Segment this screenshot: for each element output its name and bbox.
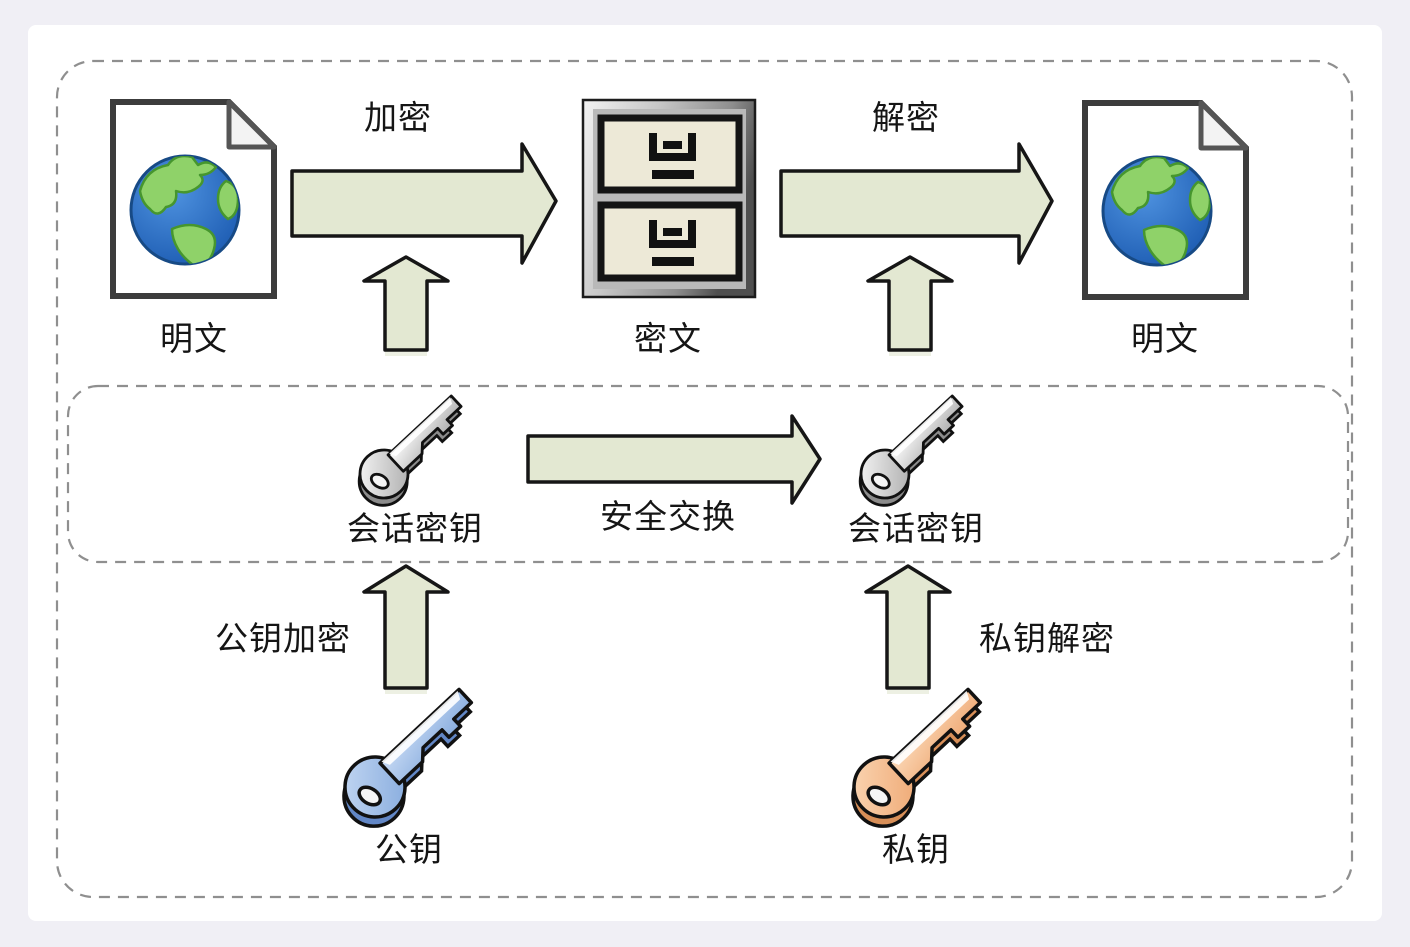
encrypt-label: 加密 bbox=[364, 99, 432, 136]
plaintext-document-icon-left bbox=[113, 102, 274, 296]
session-key-icon-left bbox=[357, 394, 463, 507]
public-key-label: 公钥 bbox=[375, 831, 443, 868]
encrypt-arrow bbox=[290, 142, 558, 265]
decrypt-arrow bbox=[779, 142, 1054, 265]
secure-exchange-label: 安全交换 bbox=[600, 498, 736, 535]
public-key-icon bbox=[342, 687, 474, 828]
drawer-handle-bottom bbox=[649, 220, 696, 266]
private-key-icon bbox=[851, 687, 983, 828]
session-key-decrypt-up-arrow bbox=[866, 255, 954, 356]
session-key-exchange-box bbox=[66, 384, 1350, 564]
private-key-label: 私钥 bbox=[882, 831, 950, 868]
ciphertext-label: 密文 bbox=[634, 320, 702, 357]
ciphertext-cabinet-icon bbox=[581, 98, 757, 299]
private-key-decrypt-label: 私钥解密 bbox=[979, 620, 1115, 657]
plaintext-left-label: 明文 bbox=[160, 320, 228, 357]
secure-exchange-arrow bbox=[526, 414, 822, 505]
session-key-encrypt-up-arrow bbox=[362, 255, 450, 356]
session-key-icon-right bbox=[858, 394, 964, 507]
plaintext-document-icon-right bbox=[1085, 103, 1246, 297]
outer-group-box bbox=[55, 59, 1354, 899]
public-key-encrypt-label: 公钥加密 bbox=[215, 620, 351, 657]
plaintext-right-label: 明文 bbox=[1131, 320, 1199, 357]
session-key-left-label: 会话密钥 bbox=[347, 510, 483, 547]
drawer-handle-top bbox=[649, 133, 696, 179]
private-key-decrypt-up-arrow bbox=[864, 564, 952, 694]
public-key-encrypt-up-arrow bbox=[362, 564, 450, 694]
session-key-right-label: 会话密钥 bbox=[848, 510, 984, 547]
decrypt-label: 解密 bbox=[872, 99, 940, 136]
